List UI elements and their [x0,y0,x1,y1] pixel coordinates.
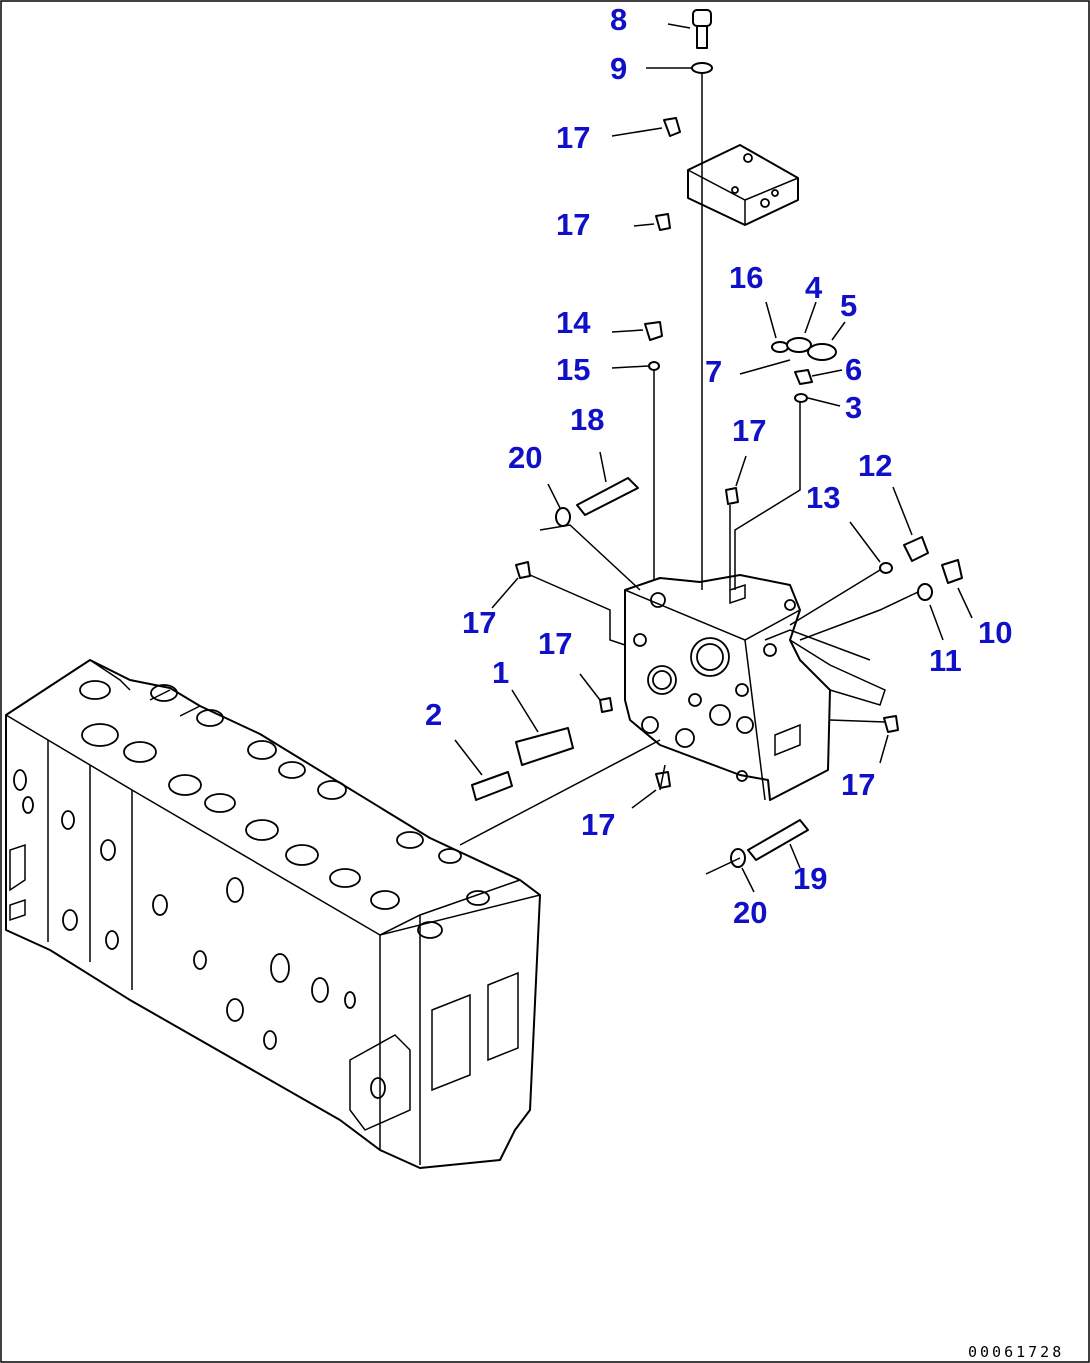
callout-17: 17 [581,807,615,842]
plug-17a [663,117,681,137]
plug-17b [655,213,671,231]
callout-2: 2 [425,697,442,732]
callout-9: 9 [610,51,627,86]
spring-2 [471,771,513,801]
main-control-valve [5,659,541,1169]
plug-10 [941,559,963,584]
oring-3 [794,393,808,403]
ring-16 [771,341,789,353]
oring-15 [648,361,660,371]
plug-14 [644,321,663,341]
document-code: 00061728 [968,1343,1064,1361]
plug-12 [903,536,929,562]
callout-15: 15 [556,352,590,387]
callout-10: 10 [978,615,1012,650]
callout-8: 8 [610,2,627,37]
callout-17: 17 [462,605,496,640]
ring-4 [786,337,812,353]
ring-5 [807,343,837,361]
plug-17f [883,715,899,733]
plug-17c [725,487,739,505]
callout-16: 16 [729,260,763,295]
bolt-19 [747,819,809,861]
callout-20: 20 [733,895,767,930]
callout-17: 17 [556,207,590,242]
oring-13 [879,562,893,574]
cover-block [687,144,799,226]
spool-1 [515,727,574,766]
callout-20: 20 [508,440,542,475]
callout-13: 13 [806,480,840,515]
callout-7: 7 [705,354,722,389]
plug-6 [794,369,813,385]
callout-12: 12 [858,448,892,483]
callout-17: 17 [841,767,875,802]
callout-17: 17 [538,626,572,661]
plug-17d [515,561,531,579]
section-valve [624,574,886,801]
callout-3: 3 [845,390,862,425]
callout-18: 18 [570,402,604,437]
callout-5: 5 [840,288,857,323]
callout-14: 14 [556,305,591,340]
washer-20a [555,507,571,527]
callout-6: 6 [845,352,862,387]
callout-17: 17 [732,413,766,448]
leader-lines [454,23,973,893]
bolt-18 [576,477,639,516]
callout-labels: 8 9 17 17 16 4 5 14 15 7 6 3 18 17 20 13… [425,2,1012,930]
callout-11: 11 [929,643,962,678]
callout-4: 4 [805,270,823,305]
washer-9 [691,62,713,74]
plug-17e [599,697,613,713]
callout-17: 17 [556,120,590,155]
bolt-8 [692,9,712,49]
washer-20b [730,848,746,868]
callout-1: 1 [492,655,509,690]
oring-11 [917,583,933,601]
callout-19: 19 [793,861,827,896]
